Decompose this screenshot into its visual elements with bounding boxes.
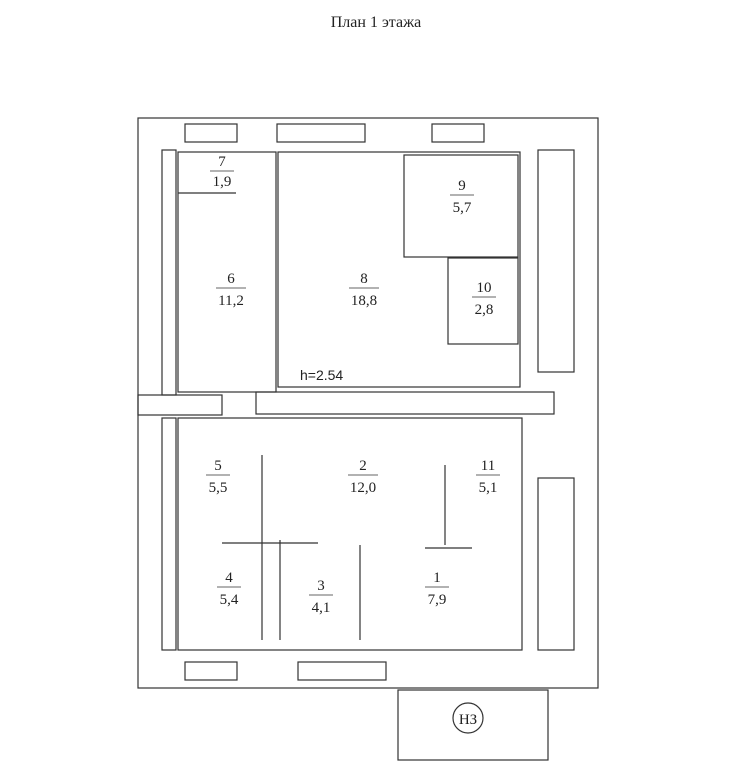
- room-number: 4: [225, 570, 233, 586]
- room-number: 2: [359, 458, 367, 474]
- room-area: 5,1: [479, 480, 498, 496]
- room-area: 12,0: [350, 480, 376, 496]
- outer-wall-outline: [137, 117, 599, 689]
- corridor-wall-west: [137, 394, 223, 416]
- room-11-label: 11 5,1: [476, 458, 500, 496]
- room-10-outline: [447, 257, 519, 345]
- room-number: 9: [458, 178, 466, 194]
- room-9-outline: [403, 154, 519, 258]
- room-area: 4,1: [312, 600, 331, 616]
- room-8-label: 8 18,8: [349, 271, 379, 309]
- room-7-label: 7 1,9: [210, 154, 234, 190]
- lower-block-outline: [177, 417, 523, 651]
- room-number: 10: [477, 280, 492, 296]
- west-pier-upper: [161, 149, 177, 396]
- plan-title: План 1 этажа: [330, 14, 422, 31]
- room-area: 7,9: [428, 592, 447, 608]
- entrance-marker-label: НЗ: [459, 712, 477, 728]
- entrance-marker: [452, 702, 484, 734]
- window-north-3: [431, 123, 485, 143]
- east-pier-upper: [537, 149, 575, 373]
- room-number: 1: [433, 570, 441, 586]
- room-number: 5: [214, 458, 222, 474]
- room-number: 7: [218, 154, 226, 170]
- entrance-porch: [397, 689, 549, 761]
- ceiling-height-label: h=2.54: [300, 367, 343, 383]
- room-area: 5,5: [209, 480, 228, 496]
- room-10-label: 10 2,8: [472, 280, 496, 318]
- room-9-label: 9 5,7: [450, 178, 474, 216]
- room-area: 5,4: [220, 592, 239, 608]
- room-area: 2,8: [475, 302, 494, 318]
- room-5-label: 5 5,5: [206, 458, 230, 496]
- room-area: 1,9: [213, 174, 232, 190]
- window-south-2: [297, 661, 387, 681]
- corridor-wall: [255, 391, 555, 415]
- room-3-label: 3 4,1: [309, 578, 333, 616]
- window-south-1: [184, 661, 238, 681]
- room-number: 6: [227, 271, 235, 287]
- room-6-7-outline: [177, 151, 277, 393]
- window-north-1: [184, 123, 238, 143]
- room-number: 3: [317, 578, 325, 594]
- room-2-label: 2 12,0: [348, 458, 378, 496]
- window-north-2: [276, 123, 366, 143]
- room-area: 5,7: [453, 200, 472, 216]
- west-pier-lower: [161, 417, 177, 651]
- room-number: 8: [360, 271, 368, 287]
- room-4-label: 4 5,4: [217, 570, 241, 608]
- room-6-label: 6 11,2: [216, 271, 246, 309]
- room-number: 11: [481, 458, 495, 474]
- room-1-label: 1 7,9: [425, 570, 449, 608]
- room-area: 18,8: [351, 293, 377, 309]
- room-area: 11,2: [218, 293, 244, 309]
- room-8-outline: [277, 151, 521, 388]
- east-pier-lower: [537, 477, 575, 651]
